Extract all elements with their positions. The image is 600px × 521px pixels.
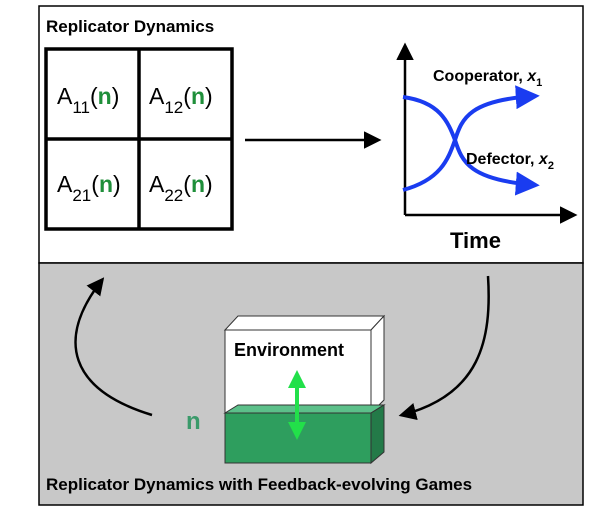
environment-level-label: n bbox=[186, 408, 201, 435]
payoff-matrix: A11(n) A12(n) A21(n) A22(n) bbox=[44, 47, 234, 231]
environment-label: Environment bbox=[234, 340, 344, 360]
environment-to-matrix-arrow bbox=[74, 277, 153, 417]
top-panel-title: Replicator Dynamics bbox=[46, 17, 214, 36]
plot-x-label: Time bbox=[450, 228, 501, 253]
dynamics-plot: Time Cooperator, x1 Defector, x2 bbox=[396, 42, 578, 253]
matrix-cell-a21: A21(n) bbox=[57, 171, 121, 205]
cooperator-label: Cooperator, x1 bbox=[433, 68, 542, 89]
environment-arrow-up bbox=[288, 370, 306, 388]
environment-arrow-down bbox=[288, 422, 306, 440]
matrix-cell-a12: A12(n) bbox=[149, 83, 213, 117]
matrix-cell-a11: A11(n) bbox=[57, 83, 119, 117]
environment-box: Environment bbox=[223, 314, 386, 465]
matrix-cell-a22: A22(n) bbox=[149, 171, 213, 205]
environment-level-top bbox=[223, 404, 386, 414]
top-panel bbox=[38, 5, 584, 264]
bottom-panel-title: Replicator Dynamics with Feedback-evolvi… bbox=[46, 475, 472, 494]
plot-to-environment-arrow bbox=[398, 275, 490, 420]
defector-curve bbox=[402, 95, 540, 196]
defector-label: Defector, x2 bbox=[466, 151, 554, 172]
